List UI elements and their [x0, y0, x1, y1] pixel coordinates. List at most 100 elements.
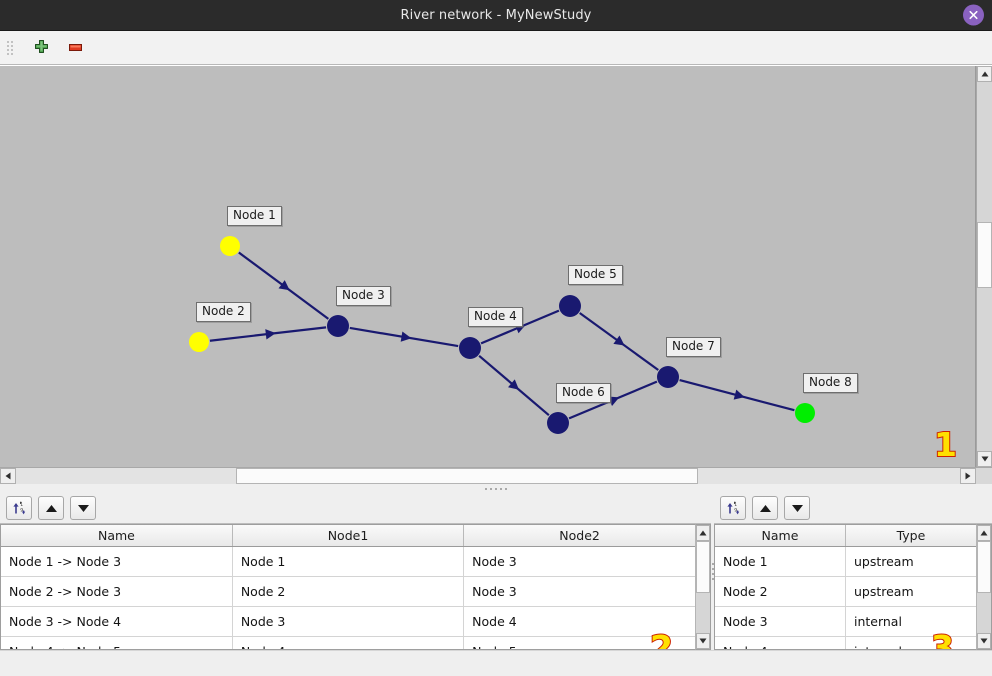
graph-node-node-2[interactable]: [189, 332, 209, 352]
nodes-vertical-scrollbar[interactable]: [975, 524, 992, 650]
move-down-icon: [791, 504, 803, 512]
cell-type[interactable]: upstream: [845, 546, 976, 577]
nodes-vscroll-track[interactable]: [976, 541, 991, 633]
cell-type[interactable]: internal: [845, 636, 976, 649]
sort-icon: 1 9: [726, 501, 739, 514]
cell-name[interactable]: Node 3: [715, 606, 846, 637]
node-label-node-1[interactable]: Node 1: [227, 206, 282, 226]
vertical-splitter[interactable]: [711, 493, 714, 650]
cell-node1[interactable]: Node 1: [232, 546, 465, 577]
cell-node1[interactable]: Node 4: [232, 636, 465, 649]
canvas-horizontal-scrollbar[interactable]: [0, 467, 992, 484]
table-row[interactable]: Node 4internal: [715, 636, 976, 649]
scroll-down-button[interactable]: [977, 451, 992, 467]
node-label-node-5[interactable]: Node 5: [568, 265, 623, 285]
scroll-right-button[interactable]: [960, 468, 976, 484]
canvas-vscroll-thumb[interactable]: [977, 222, 992, 288]
close-window-button[interactable]: [963, 4, 984, 26]
graph-node-node-1[interactable]: [220, 236, 240, 256]
nodes-sort-button[interactable]: 1 9: [720, 496, 746, 520]
node-label-node-8[interactable]: Node 8: [803, 373, 858, 393]
reaches-move-down-button[interactable]: [70, 496, 96, 520]
move-down-icon: [77, 504, 89, 512]
cell-name[interactable]: Node 1 -> Node 3: [1, 546, 233, 577]
nodes-pane: 1 9: [714, 493, 992, 650]
graph-node-node-5[interactable]: [559, 295, 581, 317]
canvas-vertical-scrollbar[interactable]: [976, 66, 992, 467]
cell-type[interactable]: upstream: [845, 576, 976, 607]
cell-name[interactable]: Node 4 -> Node 5: [1, 636, 233, 649]
edge-arrow-icon: [265, 329, 276, 340]
cell-name[interactable]: Node 2 -> Node 3: [1, 576, 233, 607]
reaches-vscroll-track[interactable]: [696, 541, 710, 633]
graph-node-node-7[interactable]: [657, 366, 679, 388]
column-header-type[interactable]: Type: [845, 525, 976, 547]
scroll-left-button[interactable]: [0, 468, 16, 484]
cell-node2[interactable]: Node 4: [463, 606, 695, 637]
node-label-node-2[interactable]: Node 2: [196, 302, 251, 322]
graph-node-node-3[interactable]: [327, 315, 349, 337]
canvas-hscroll-track[interactable]: [16, 468, 960, 484]
cell-name[interactable]: Node 1: [715, 546, 846, 577]
reaches-scroll-down-button[interactable]: [696, 633, 710, 649]
node-label-node-4[interactable]: Node 4: [468, 307, 523, 327]
node-label-node-6[interactable]: Node 6: [556, 383, 611, 403]
window-title: River network - MyNewStudy: [400, 7, 592, 23]
title-bar: River network - MyNewStudy: [0, 0, 992, 31]
reaches-scroll-up-button[interactable]: [696, 525, 710, 541]
cell-name[interactable]: Node 2: [715, 576, 846, 607]
graph-node-node-6[interactable]: [547, 412, 569, 434]
canvas-hscroll-thumb[interactable]: [236, 468, 698, 484]
remove-node-button[interactable]: [62, 35, 88, 61]
cell-type[interactable]: internal: [845, 606, 976, 637]
node-label-node-7[interactable]: Node 7: [666, 337, 721, 357]
cell-name[interactable]: Node 4: [715, 636, 846, 649]
column-header-node1[interactable]: Node1: [232, 525, 465, 547]
network-diagram[interactable]: Node 1 Node 2 Node 3 Node 4 Node 5 Node 6 Node…: [0, 66, 976, 467]
cell-node2[interactable]: Node 5: [463, 636, 695, 649]
nodes-move-down-button[interactable]: [784, 496, 810, 520]
nodes-scroll-up-button[interactable]: [976, 525, 991, 541]
toolbar-drag-handle[interactable]: [6, 37, 14, 59]
edges-layer: [209, 251, 795, 420]
reaches-vscroll-thumb[interactable]: [696, 541, 710, 593]
graph-node-node-4[interactable]: [459, 337, 481, 359]
nodes-scroll-down-button[interactable]: [976, 633, 991, 649]
nodes-vscroll-thumb[interactable]: [976, 541, 991, 593]
nodes-move-up-button[interactable]: [752, 496, 778, 520]
column-header-name[interactable]: Name: [715, 525, 846, 547]
reaches-vertical-scrollbar[interactable]: [695, 524, 711, 650]
canvas-vscroll-track[interactable]: [977, 82, 992, 451]
cell-node1[interactable]: Node 2: [232, 576, 465, 607]
cell-node2[interactable]: Node 3: [463, 576, 695, 607]
move-up-icon: [759, 504, 771, 512]
cell-name[interactable]: Node 3 -> Node 4: [1, 606, 233, 637]
horizontal-splitter[interactable]: [0, 484, 992, 493]
add-node-button[interactable]: [28, 35, 54, 61]
reaches-pane: 1 9: [0, 493, 711, 650]
graph-node-node-8[interactable]: [795, 403, 815, 423]
column-header-name[interactable]: Name: [1, 525, 233, 547]
cell-node1[interactable]: Node 3: [232, 606, 465, 637]
triangle-up-icon: [699, 530, 707, 536]
node-label-node-3[interactable]: Node 3: [336, 286, 391, 306]
scroll-up-button[interactable]: [977, 66, 992, 82]
cell-node2[interactable]: Node 3: [463, 546, 695, 577]
reaches-move-up-button[interactable]: [38, 496, 64, 520]
reaches-sort-button[interactable]: 1 9: [6, 496, 32, 520]
column-header-node2[interactable]: Node2: [463, 525, 695, 547]
